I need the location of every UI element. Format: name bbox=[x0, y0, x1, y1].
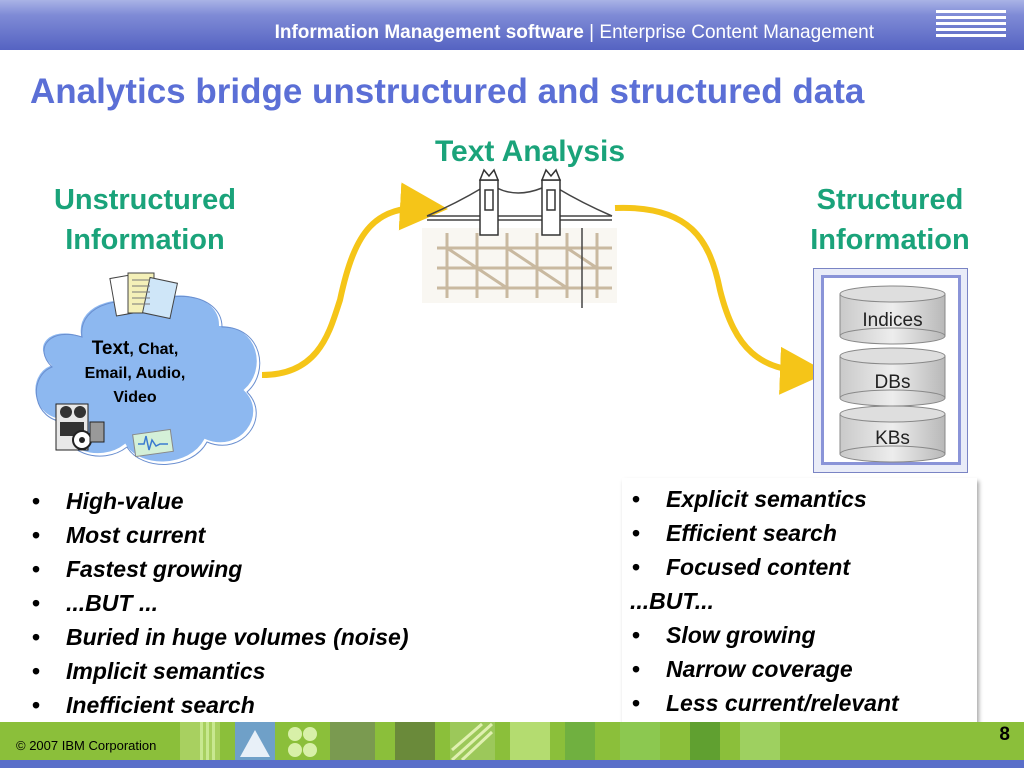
slide-title: Analytics bridge unstructured and struct… bbox=[30, 72, 865, 111]
video-camera-icon bbox=[55, 403, 105, 451]
structured-line2: Information bbox=[810, 224, 970, 256]
structured-line1: Structured bbox=[816, 184, 964, 216]
database-stack bbox=[839, 285, 946, 463]
db-label-dbs: DBs bbox=[874, 372, 911, 393]
cloud-line2: Email, Audio, bbox=[84, 365, 186, 382]
list-item: Buried in huge volumes (noise) bbox=[20, 620, 408, 654]
header-bold-text: Information Management software bbox=[274, 22, 584, 43]
db-label-kbs: KBs bbox=[875, 428, 910, 449]
cloud-line1: Text, Chat, bbox=[60, 337, 210, 362]
text-analysis-label: Text Analysis bbox=[434, 135, 626, 168]
header-bar: Information Management software | Enterp… bbox=[0, 0, 1024, 50]
footer-accent-bar bbox=[0, 760, 1024, 768]
list-item: Focused content bbox=[620, 550, 899, 584]
unstructured-line1: Unstructured bbox=[53, 184, 237, 216]
list-item: High-value bbox=[20, 484, 408, 518]
list-item: ...BUT ... bbox=[20, 586, 408, 620]
cloud-text: Text, Chat, Email, Audio, Video bbox=[60, 337, 210, 410]
right-arrow bbox=[614, 204, 828, 395]
list-item: Most current bbox=[20, 518, 408, 552]
header-separator: | bbox=[583, 22, 600, 43]
list-item: Explicit semantics bbox=[620, 482, 899, 516]
documents-icon bbox=[109, 272, 179, 320]
list-item: Efficient search bbox=[620, 516, 899, 550]
cylinder-kbs bbox=[839, 405, 946, 463]
list-item: Fastest growing bbox=[20, 552, 408, 586]
unstructured-bullets: High-value Most current Fastest growing … bbox=[20, 484, 408, 722]
list-item: Less current/relevant bbox=[620, 686, 899, 720]
cloud-line3: Video bbox=[113, 389, 157, 406]
footer-decoration bbox=[180, 722, 780, 762]
list-item: ...BUT... bbox=[630, 588, 714, 614]
unstructured-line2: Information bbox=[65, 224, 225, 256]
structured-bullets: Explicit semantics Efficient search Focu… bbox=[620, 482, 899, 720]
bridge-icon bbox=[422, 168, 617, 308]
list-item: Narrow coverage bbox=[620, 652, 899, 686]
page-number: 8 bbox=[999, 724, 1010, 745]
header-text: Information Management software | Enterp… bbox=[275, 22, 874, 44]
unstructured-label: Unstructured Information bbox=[20, 180, 270, 260]
header-subtitle: Enterprise Content Management bbox=[599, 22, 874, 43]
left-arrow bbox=[261, 182, 448, 378]
audio-wave-icon bbox=[132, 428, 174, 458]
cylinder-dbs bbox=[839, 347, 946, 407]
list-item: Slow growing bbox=[620, 618, 899, 652]
cloud-text-first: Text bbox=[91, 338, 130, 359]
cylinder-indices bbox=[839, 285, 946, 345]
structured-label: Structured Information bbox=[780, 180, 1000, 260]
ibm-logo: IBM bbox=[936, 10, 1006, 37]
list-item: Inefficient search bbox=[20, 688, 408, 722]
cloud-text-rest: , Chat, bbox=[129, 341, 179, 358]
db-label-indices: Indices bbox=[862, 310, 923, 331]
list-item: Implicit semantics bbox=[20, 654, 408, 688]
copyright-text: © 2007 IBM Corporation bbox=[16, 738, 157, 753]
